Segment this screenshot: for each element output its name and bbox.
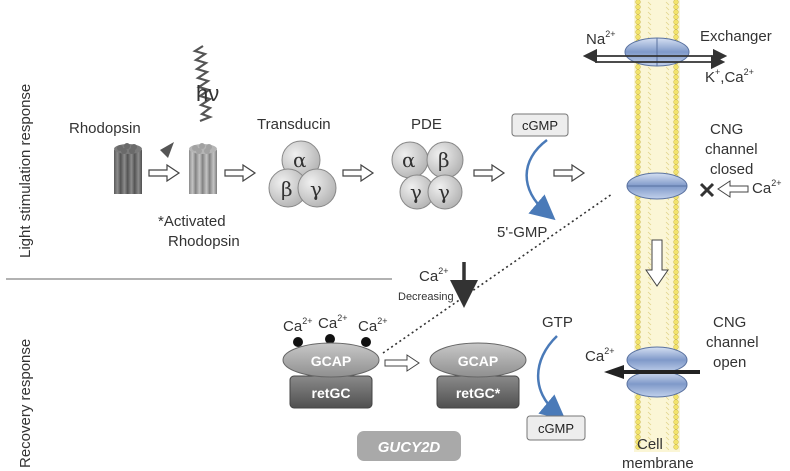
pde-alpha: α [402, 148, 416, 172]
gcap-ca-1: Ca2+ [283, 316, 312, 335]
cell-membrane-line-2: membrane [622, 455, 694, 471]
gcap-label: GCAP [311, 353, 351, 369]
gmp5-label: 5'-GMP [497, 224, 547, 241]
gcap-right-label: GCAP [458, 353, 498, 369]
activated-rhodopsin-label-2: Rhodopsin [168, 233, 240, 250]
cng-channel-closed [626, 172, 688, 200]
dotted-link [382, 193, 613, 354]
photon-wave-icon [160, 45, 214, 158]
arrow-activated-to-transducin [224, 163, 257, 183]
cng-open-ca-label: Ca2+ [585, 346, 614, 365]
gcap-right-oval [429, 342, 527, 378]
arrow-pde-to-cgmp [473, 163, 506, 183]
blocked-x-icon [699, 182, 715, 198]
photon-label: hν [196, 81, 219, 106]
retgc-active-label: retGC* [456, 385, 501, 401]
transducin-icon: α β γ [268, 140, 337, 208]
pde-label: PDE [411, 116, 442, 133]
retgc-label: retGC [312, 385, 351, 401]
arrow-transducin-to-pde [342, 163, 375, 183]
arrow-gcap-activation [384, 354, 420, 372]
arrow-to-cng [553, 163, 586, 183]
gcap-ca-2: Ca2+ [318, 313, 347, 332]
gene-label: GUCY2D [378, 439, 441, 456]
pde-gamma-1: γ [410, 180, 422, 204]
arrow-rhodopsin-to-activated [148, 163, 181, 183]
gtp-to-cgmp-arrow [536, 335, 566, 421]
activated-rhodopsin-icon [189, 143, 217, 194]
cell-membrane-line-1: Cell [637, 436, 663, 453]
rhodopsin-label: Rhodopsin [69, 120, 141, 137]
cng-closed-line-1: CNG [710, 121, 743, 138]
ca-influx-arrow [604, 365, 700, 379]
svg-text:cGMP: cGMP [522, 118, 558, 133]
cng-open-line-3: open [713, 354, 746, 371]
channel-open-transition-arrow [645, 239, 669, 287]
na-label: Na2+ [586, 29, 615, 48]
cng-open-line-1: CNG [713, 314, 746, 331]
pde-gamma-2: γ [438, 180, 450, 204]
transducin-alpha: α [293, 148, 307, 172]
gcap-ca-3: Ca2+ [358, 316, 387, 335]
cng-closed-ca-label: Ca2+ [752, 178, 781, 197]
transducin-gamma: γ [310, 177, 322, 201]
cng-channel-open [626, 346, 688, 398]
gtp-label: GTP [542, 314, 573, 331]
cng-closed-line-2: channel [705, 141, 758, 158]
gcap-oval [282, 342, 380, 378]
decreasing-label: Decreasing [398, 291, 454, 303]
gcap-right-complex: GCAP retGC* [429, 342, 527, 409]
gene-badge: GUCY2D [357, 431, 461, 461]
cgmp-top-box: cGMP [511, 113, 569, 137]
svg-text:cGMP: cGMP [538, 421, 574, 436]
ca-blocked-arrow [717, 180, 749, 198]
activated-rhodopsin-label-1: *Activated [158, 213, 226, 230]
rhodopsin-icon [114, 143, 142, 194]
exchanger-label: Exchanger [700, 28, 772, 45]
cgmp-to-gmp-arrow [525, 138, 556, 221]
transducin-beta: β [281, 177, 293, 201]
pde-icon: α β γ γ [391, 141, 464, 210]
cng-closed-line-3: closed [710, 161, 753, 178]
recovery-response-label: Recovery response [17, 339, 34, 468]
cgmp-bottom-box: cGMP [526, 415, 586, 441]
cng-open-line-2: channel [706, 334, 759, 351]
pathway-arrows-top [148, 163, 586, 183]
pde-beta: β [438, 148, 450, 172]
light-response-label: Light stimulation response [17, 84, 34, 258]
ca-decreasing-label: Ca2+ [419, 266, 448, 285]
k-ca-label: K+,Ca2+ [705, 67, 754, 86]
gcap-left-complex: Ca2+ Ca2+ Ca2+ GCAP retGC [282, 313, 387, 409]
transducin-label: Transducin [257, 116, 331, 133]
